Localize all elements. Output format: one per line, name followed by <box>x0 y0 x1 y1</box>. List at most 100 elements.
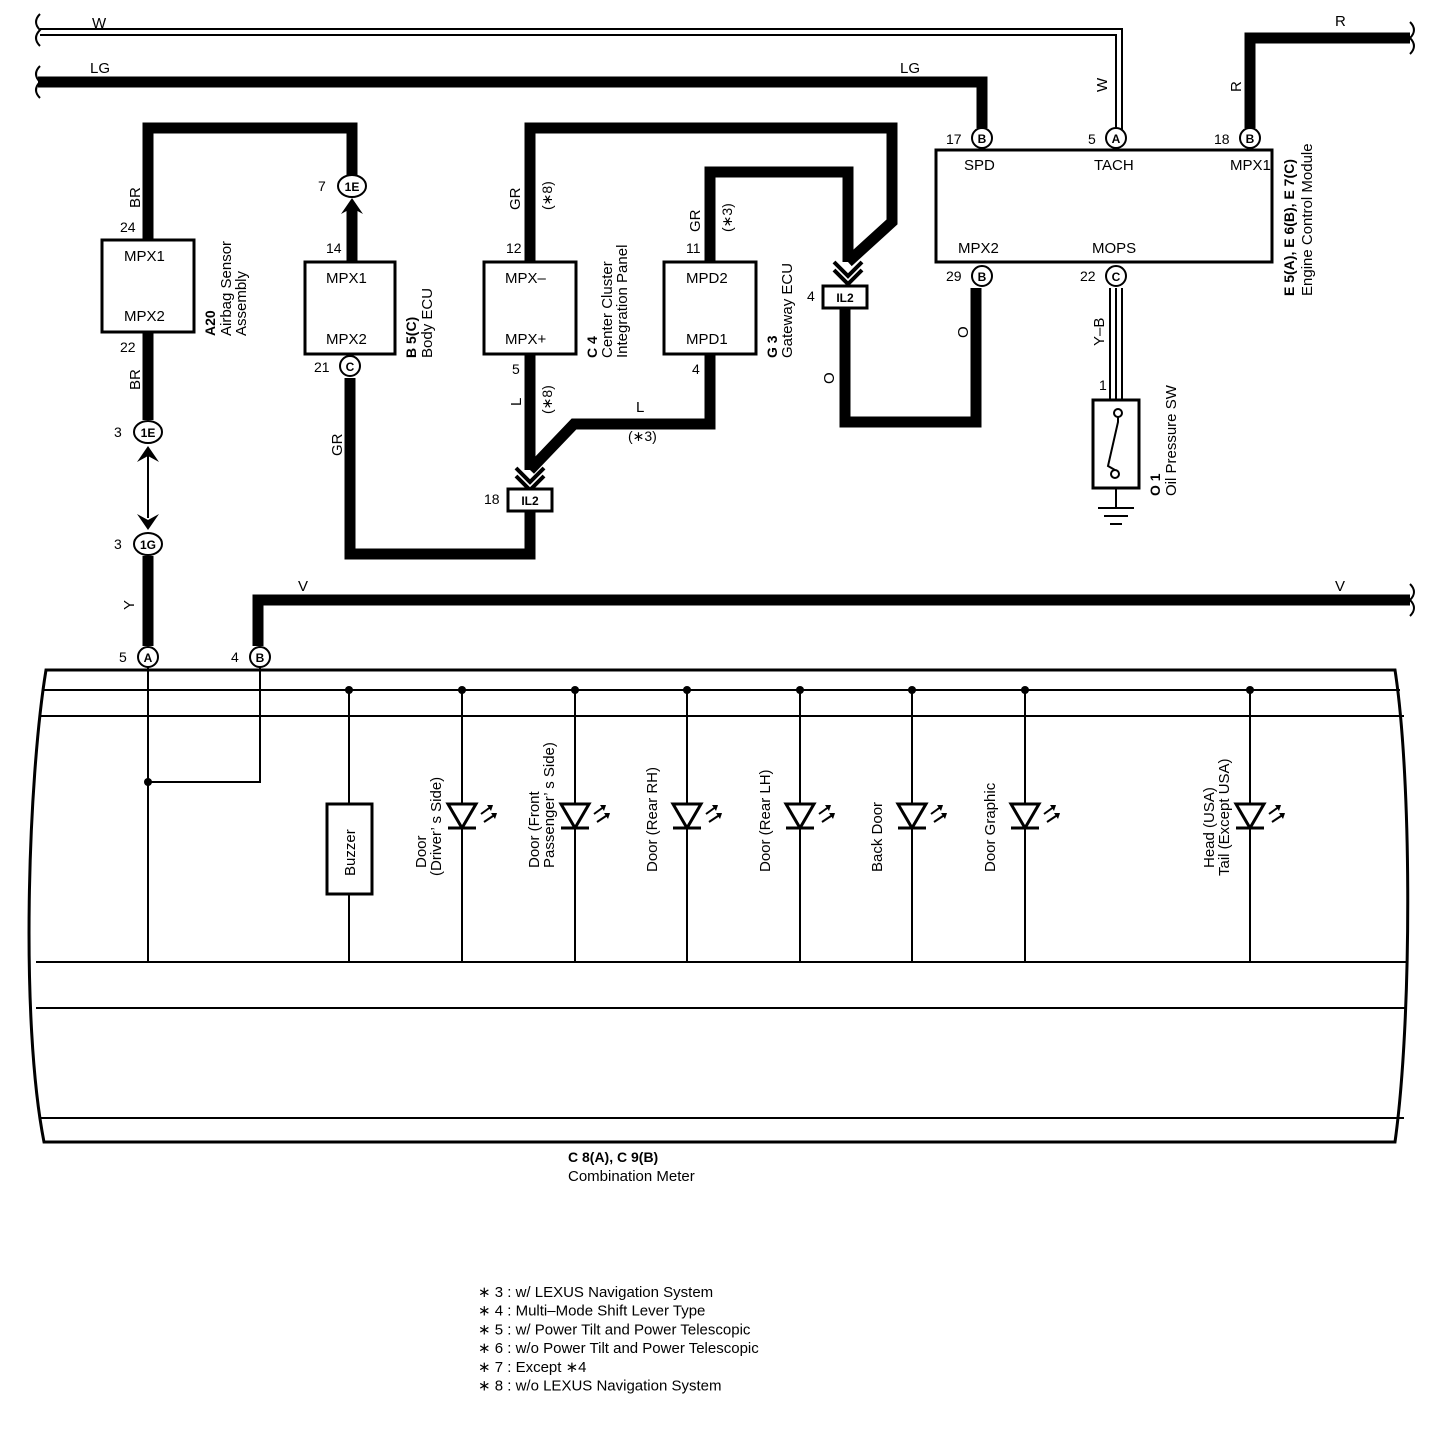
svg-text:21: 21 <box>314 359 330 375</box>
ecm-pin-mpx1: MPX1 <box>1230 157 1271 174</box>
note-ref-3b: (∗3) <box>628 428 657 444</box>
svg-text:14: 14 <box>326 240 342 256</box>
led-indicator-4: Door (Rear LH) <box>757 686 835 962</box>
svg-text:C: C <box>346 360 355 374</box>
meter-indicator-leds: Door(Driver’ s Side) Door (FrontPassenger… <box>413 686 1285 962</box>
footnote-5: ∗ 7 : Except ∗4 <box>478 1359 587 1376</box>
meter-conn-a: A 5 <box>119 646 159 668</box>
led-label-6: Door Graphic <box>982 782 999 872</box>
led-label-3: Door (Rear RH) <box>644 767 661 872</box>
ecm-conn-mpx2: B 29 <box>946 265 993 287</box>
footnote-1: ∗ 3 : w/ LEXUS Navigation System <box>478 1284 713 1301</box>
junction-1e-top: 1E <box>337 174 367 262</box>
center-cluster-pin-mpx-plus: MPX+ <box>505 331 547 348</box>
svg-text:B: B <box>256 651 265 665</box>
svg-text:Center Cluster: Center Cluster <box>599 261 616 358</box>
svg-text:24: 24 <box>120 219 136 235</box>
svg-text:IL2: IL2 <box>521 494 539 508</box>
led-label-5: Back Door <box>869 802 886 872</box>
svg-text:4: 4 <box>231 649 239 665</box>
body-ecu: MPX1 MPX2 14 21 B 5(C) Body ECU <box>303 240 436 375</box>
svg-text:B 5(C): B 5(C) <box>403 317 419 358</box>
ecm-pin-mops: MOPS <box>1092 240 1136 257</box>
svg-text:C 8(A), C 9(B): C 8(A), C 9(B) <box>568 1149 658 1165</box>
wire-label-br-upper: BR <box>127 187 144 208</box>
wire-label-lg-right: LG <box>900 60 920 77</box>
svg-text:Body ECU: Body ECU <box>419 288 436 358</box>
led-label-4: Door (Rear LH) <box>757 769 774 872</box>
ecm-conn-mops: C 22 <box>1080 265 1127 287</box>
svg-text:17: 17 <box>946 131 962 147</box>
wire-label-r-vertical: R <box>1228 81 1245 92</box>
junction-il2-lower: IL2 <box>506 466 554 513</box>
wire-label-y: Y <box>121 600 138 610</box>
pin-1e-bottom: 3 <box>114 424 122 440</box>
airbag-pin-mpx1: MPX1 <box>124 248 165 265</box>
led-indicator-3: Door (Rear RH) <box>644 686 722 962</box>
center-cluster-panel: MPX– MPX+ 12 5 C 4 Center Cluster Integr… <box>482 240 631 377</box>
footnote-3: ∗ 5 : w/ Power Tilt and Power Telescopic <box>478 1321 751 1338</box>
wire-r-top <box>1244 21 1415 128</box>
gateway-pin-mpd1: MPD1 <box>686 331 728 348</box>
svg-text:Engine Control Module: Engine Control Module <box>1299 143 1316 296</box>
wire-br-mpx-loop <box>142 122 358 242</box>
wire-label-gr-gateway: GR <box>687 209 704 232</box>
wire-label-lg-left: LG <box>90 60 110 77</box>
wire-label-o-ecm: O <box>955 326 972 338</box>
wire-label-gr-upper: GR <box>507 187 524 210</box>
led-indicator-5: Back Door <box>869 686 947 962</box>
svg-text:B: B <box>978 132 987 146</box>
buzzer-label: Buzzer <box>342 829 359 876</box>
wire-label-br-lower: BR <box>127 369 144 390</box>
pin-1g: 3 <box>114 536 122 552</box>
pin-il2-lower: 18 <box>484 491 500 507</box>
ecm-conn-mpx1: B 18 <box>1214 127 1261 149</box>
wire-yb <box>1109 288 1123 402</box>
svg-text:Assembly: Assembly <box>233 270 250 336</box>
ecm-pin-tach: TACH <box>1094 157 1134 174</box>
led-indicator-1: Door(Driver’ s Side) <box>413 686 497 962</box>
ecm-conn-spd: B 17 <box>946 127 993 149</box>
svg-text:Combination Meter: Combination Meter <box>568 1168 695 1185</box>
led-label-7: Head (USA) <box>1201 787 1218 868</box>
junction-1e-bottom: 1E <box>133 420 163 462</box>
svg-text:O 1: O 1 <box>1147 473 1163 496</box>
ecm-conn-tach: A 5 <box>1088 127 1127 149</box>
wire-gr-gateway <box>704 166 854 262</box>
junction-il2-upper: IL2 <box>821 260 869 310</box>
led-label-2: Door (Front <box>526 790 543 868</box>
led-indicator-7: Head (USA)Tail (Except USA) <box>1201 686 1285 962</box>
gateway-pin-mpd2: MPD2 <box>686 270 728 287</box>
oil-pressure-switch: 1 O 1 Oil Pressure SW <box>1091 377 1180 525</box>
wire-gr-center <box>524 122 898 267</box>
wire-label-v-left: V <box>298 578 308 595</box>
pin-1e-top: 7 <box>318 178 326 194</box>
note-ref-8b: (∗8) <box>539 385 555 414</box>
body-ecu-pin-mpx2: MPX2 <box>326 331 367 348</box>
svg-text:1E: 1E <box>141 426 156 440</box>
footnote-6: ∗ 8 : w/o LEXUS Navigation System <box>478 1378 722 1395</box>
wire-label-r-top: R <box>1335 13 1346 30</box>
svg-text:22: 22 <box>120 339 136 355</box>
wire-o <box>839 288 982 428</box>
svg-text:B: B <box>978 270 987 284</box>
svg-text:A: A <box>1112 132 1121 146</box>
svg-text:Oil Pressure SW: Oil Pressure SW <box>1163 384 1180 496</box>
wire-label-l-gateway: L <box>636 399 644 416</box>
svg-text:1G: 1G <box>140 538 156 552</box>
note-ref-8a: (∗8) <box>539 181 555 210</box>
wire-label-w-vertical: W <box>1094 77 1111 92</box>
airbag-pin-mpx2: MPX2 <box>124 308 165 325</box>
conn-body-ecu-c: C <box>339 355 361 377</box>
combination-meter: Buzzer C 8(A), C 9(B) Combination Meter <box>27 667 1410 1185</box>
wire-lg-top <box>35 65 988 128</box>
junction-1g: 1G <box>133 514 163 556</box>
wire-label-gr-body: GR <box>329 433 346 456</box>
ecm-pin-spd: SPD <box>964 157 995 174</box>
wire-label-w-left: W <box>92 15 107 32</box>
svg-text:Gateway ECU: Gateway ECU <box>779 263 796 358</box>
meter-conn-b: B 4 <box>231 646 271 668</box>
svg-text:A: A <box>144 651 153 665</box>
